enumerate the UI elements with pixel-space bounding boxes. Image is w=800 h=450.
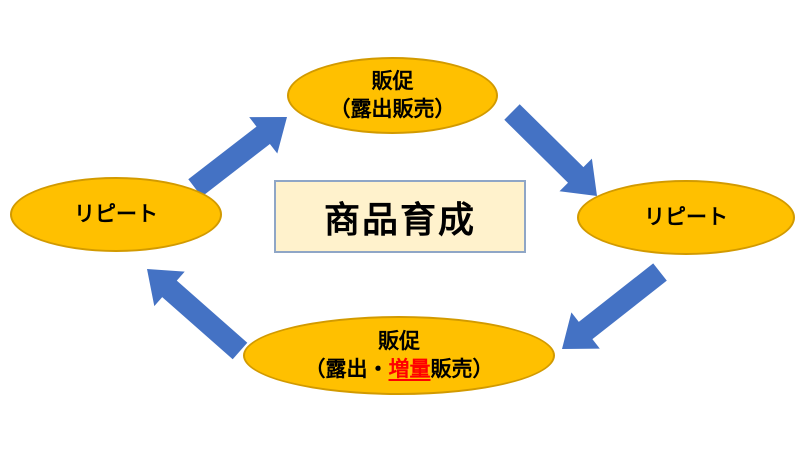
node-promotion-bottom-line1: 販促 xyxy=(378,330,420,354)
node-promotion-top-line2: （露出販売） xyxy=(329,97,456,121)
node-promotion-bottom-line2: （露出・増量販売） xyxy=(305,356,494,383)
node-promotion-top-line1: 販促 xyxy=(371,70,414,94)
node-repeat-left: リピート xyxy=(10,177,222,252)
center-title-box: 商品育成 xyxy=(274,180,526,253)
node-repeat-left-label: リピート xyxy=(74,202,158,226)
node-promotion-top: 販促 （露出販売） xyxy=(287,57,498,134)
arrow-left-to-top xyxy=(188,117,287,197)
diagram-title: 商品育成 xyxy=(323,198,476,240)
node-promotion-bottom: 販促 （露出・増量販売） xyxy=(243,316,555,395)
node-promotion-bottom-line2-suffix: 販売） xyxy=(430,357,494,381)
node-repeat-right-label: リピート xyxy=(644,205,728,229)
arrow-top-to-right xyxy=(504,104,597,196)
arrow-right-to-bottom xyxy=(562,263,667,349)
arrow-bottom-to-left xyxy=(147,269,248,360)
node-promotion-bottom-line2-highlight: 増量 xyxy=(388,357,431,381)
node-repeat-right: リピート xyxy=(577,180,795,255)
node-promotion-bottom-line2-prefix: （露出・ xyxy=(304,357,389,381)
